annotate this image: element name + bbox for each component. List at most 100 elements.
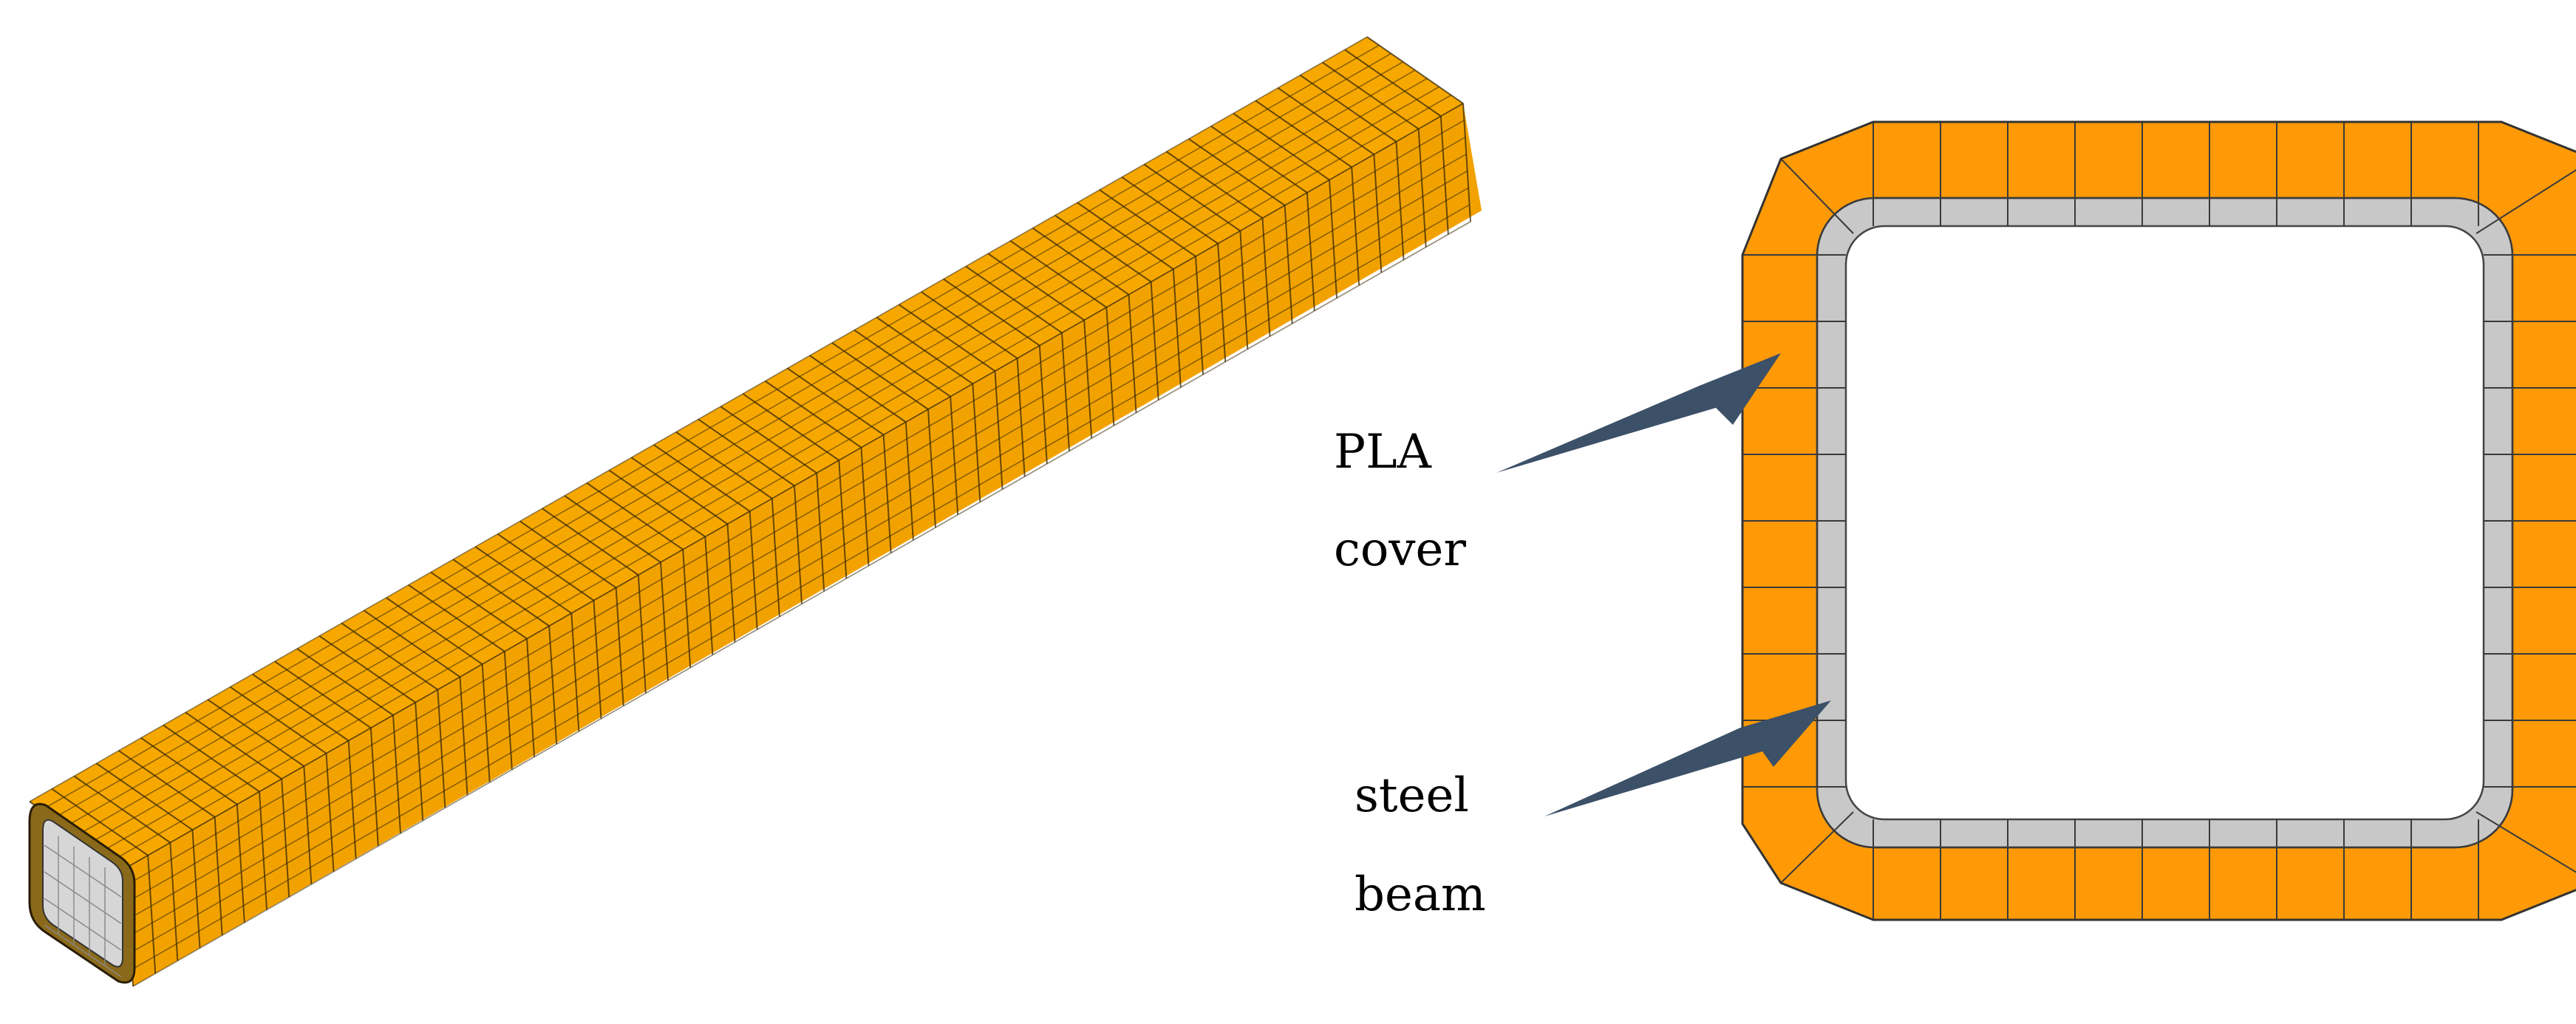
beam-side-ring-line bbox=[369, 728, 379, 847]
beam-side-ring-line bbox=[1417, 129, 1427, 248]
beam-side-long-line bbox=[125, 103, 1464, 869]
section-grid-line bbox=[2476, 169, 2576, 234]
beam-side-ring-line bbox=[972, 383, 981, 502]
beam-end-hatch-line bbox=[44, 924, 122, 977]
beam-side-ring-line bbox=[392, 714, 401, 834]
beam-top-long-line bbox=[113, 95, 1452, 861]
beam-side-ring-line bbox=[637, 575, 647, 694]
beam-mesh-lines bbox=[29, 36, 1471, 987]
section-grid-line bbox=[2476, 811, 2576, 873]
beam-side-ring-line bbox=[882, 434, 892, 553]
beam-side-ring-line bbox=[236, 804, 245, 923]
beam-side-ring-line bbox=[904, 422, 914, 541]
section-grid-line bbox=[1780, 158, 1854, 234]
beam-side-ring-line bbox=[1105, 307, 1115, 426]
cover-steel-interface bbox=[1816, 197, 2514, 849]
beam-side-ring-line bbox=[794, 485, 803, 604]
beam-side-ring-line bbox=[147, 855, 157, 974]
beam-3d-mesh bbox=[28, 36, 1482, 987]
beam-side-ring-line bbox=[660, 562, 669, 681]
label-steel: steel bbox=[1355, 768, 1469, 823]
beam-side-ring-line bbox=[259, 791, 268, 910]
section-grid-line bbox=[1780, 811, 1854, 884]
beam-side-ring-line bbox=[303, 765, 313, 885]
arrow-to-pla-cover bbox=[1496, 353, 1781, 473]
beam-side-ring-line bbox=[214, 816, 223, 936]
beam-side-ring-line bbox=[1016, 358, 1026, 477]
beam-side-long-line bbox=[129, 170, 1468, 937]
beam-top-long-line bbox=[41, 44, 1380, 810]
beam-side-long-line bbox=[132, 204, 1470, 970]
beam-end-inner bbox=[42, 819, 123, 968]
beam-side-ring-line bbox=[1195, 256, 1204, 375]
beam-side-ring-line bbox=[1351, 167, 1360, 286]
beam-side-long-line bbox=[127, 137, 1466, 903]
beam-side-long-line bbox=[132, 221, 1471, 987]
beam-end-hatch-line bbox=[44, 844, 122, 898]
section-grid-lines bbox=[1742, 122, 2576, 920]
beam-side-ring-line bbox=[1239, 231, 1249, 349]
beam-side-ring-line bbox=[682, 549, 692, 668]
beam-end-face bbox=[28, 802, 136, 984]
label-pla: PLA bbox=[1334, 425, 1432, 479]
beam-side-ring-line bbox=[437, 689, 446, 808]
beam-side-ring-line bbox=[347, 740, 357, 859]
beam-side-ring-line bbox=[548, 626, 558, 745]
beam-side-ring-line bbox=[570, 612, 580, 732]
beam-top-long-line bbox=[53, 52, 1391, 819]
beam-side-ring-line bbox=[526, 638, 535, 757]
beam-side-ring-line bbox=[593, 600, 602, 719]
beam-top-long-line bbox=[29, 36, 1368, 802]
beam-side-ring-line bbox=[749, 511, 758, 630]
beam-side-ring-line bbox=[281, 779, 290, 898]
label-cover: cover bbox=[1334, 522, 1466, 577]
arrow-to-steel-beam bbox=[1544, 700, 1831, 816]
beam-side-ring-line bbox=[994, 371, 1004, 490]
beam-side-ring-line bbox=[950, 396, 959, 515]
beam-end-hatch-line bbox=[44, 871, 122, 924]
beam-side-ring-line bbox=[704, 536, 714, 655]
beam-side-ring-line bbox=[838, 460, 848, 579]
beam-side-ring-line bbox=[1462, 103, 1471, 222]
beam-side-ring-line bbox=[459, 677, 468, 796]
beam-side-ring-line bbox=[1373, 154, 1383, 273]
beam-side-ring-line bbox=[481, 663, 491, 783]
pla-cover-outline bbox=[1741, 120, 2576, 921]
beam-side-ring-line bbox=[1150, 281, 1159, 400]
beam-top-long-line bbox=[65, 61, 1404, 827]
beam-side-ring-line bbox=[1061, 332, 1070, 451]
beam-side-ring-line bbox=[1439, 116, 1449, 235]
beam-side-ring-line bbox=[1306, 192, 1315, 311]
beam-side-ring-line bbox=[1261, 218, 1271, 337]
label-beam: beam bbox=[1355, 867, 1486, 922]
beam-side-ring-line bbox=[1038, 345, 1048, 464]
beam-side-ring-line bbox=[1284, 205, 1293, 324]
beam-end-hatch-line bbox=[44, 898, 122, 951]
beam-side-long-line bbox=[128, 153, 1467, 920]
beam-top-long-line bbox=[101, 86, 1439, 853]
cross-section bbox=[1741, 120, 2576, 921]
beam-side-ring-line bbox=[927, 409, 936, 528]
beam-side-ring-line bbox=[1395, 141, 1405, 260]
beam-side-long-line bbox=[126, 120, 1465, 886]
beam-side-ring-line bbox=[325, 753, 335, 872]
beam-side-long-line bbox=[130, 187, 1469, 953]
beam-side-ring-line bbox=[191, 830, 201, 949]
hollow-core bbox=[1844, 225, 2485, 821]
beam-side-ring-line bbox=[771, 498, 780, 617]
beam-side-ring-line bbox=[1329, 180, 1338, 298]
beam-side-ring-line bbox=[1172, 269, 1182, 388]
beam-side-ring-line bbox=[415, 702, 424, 821]
beam-top-long-line bbox=[77, 69, 1416, 836]
beam-side-ring-line bbox=[816, 473, 825, 592]
beam-side-ring-line bbox=[860, 447, 870, 566]
beam-side-ring-line bbox=[726, 524, 736, 643]
beam-side-ring-line bbox=[503, 651, 513, 770]
beam-side-ring-line bbox=[1217, 243, 1227, 362]
beam-side-ring-line bbox=[1083, 320, 1093, 439]
beam-side-ring-line bbox=[169, 842, 179, 961]
beam-side-face bbox=[126, 103, 1482, 986]
beam-top-long-line bbox=[89, 78, 1428, 844]
beam-side-ring-line bbox=[1128, 294, 1137, 413]
